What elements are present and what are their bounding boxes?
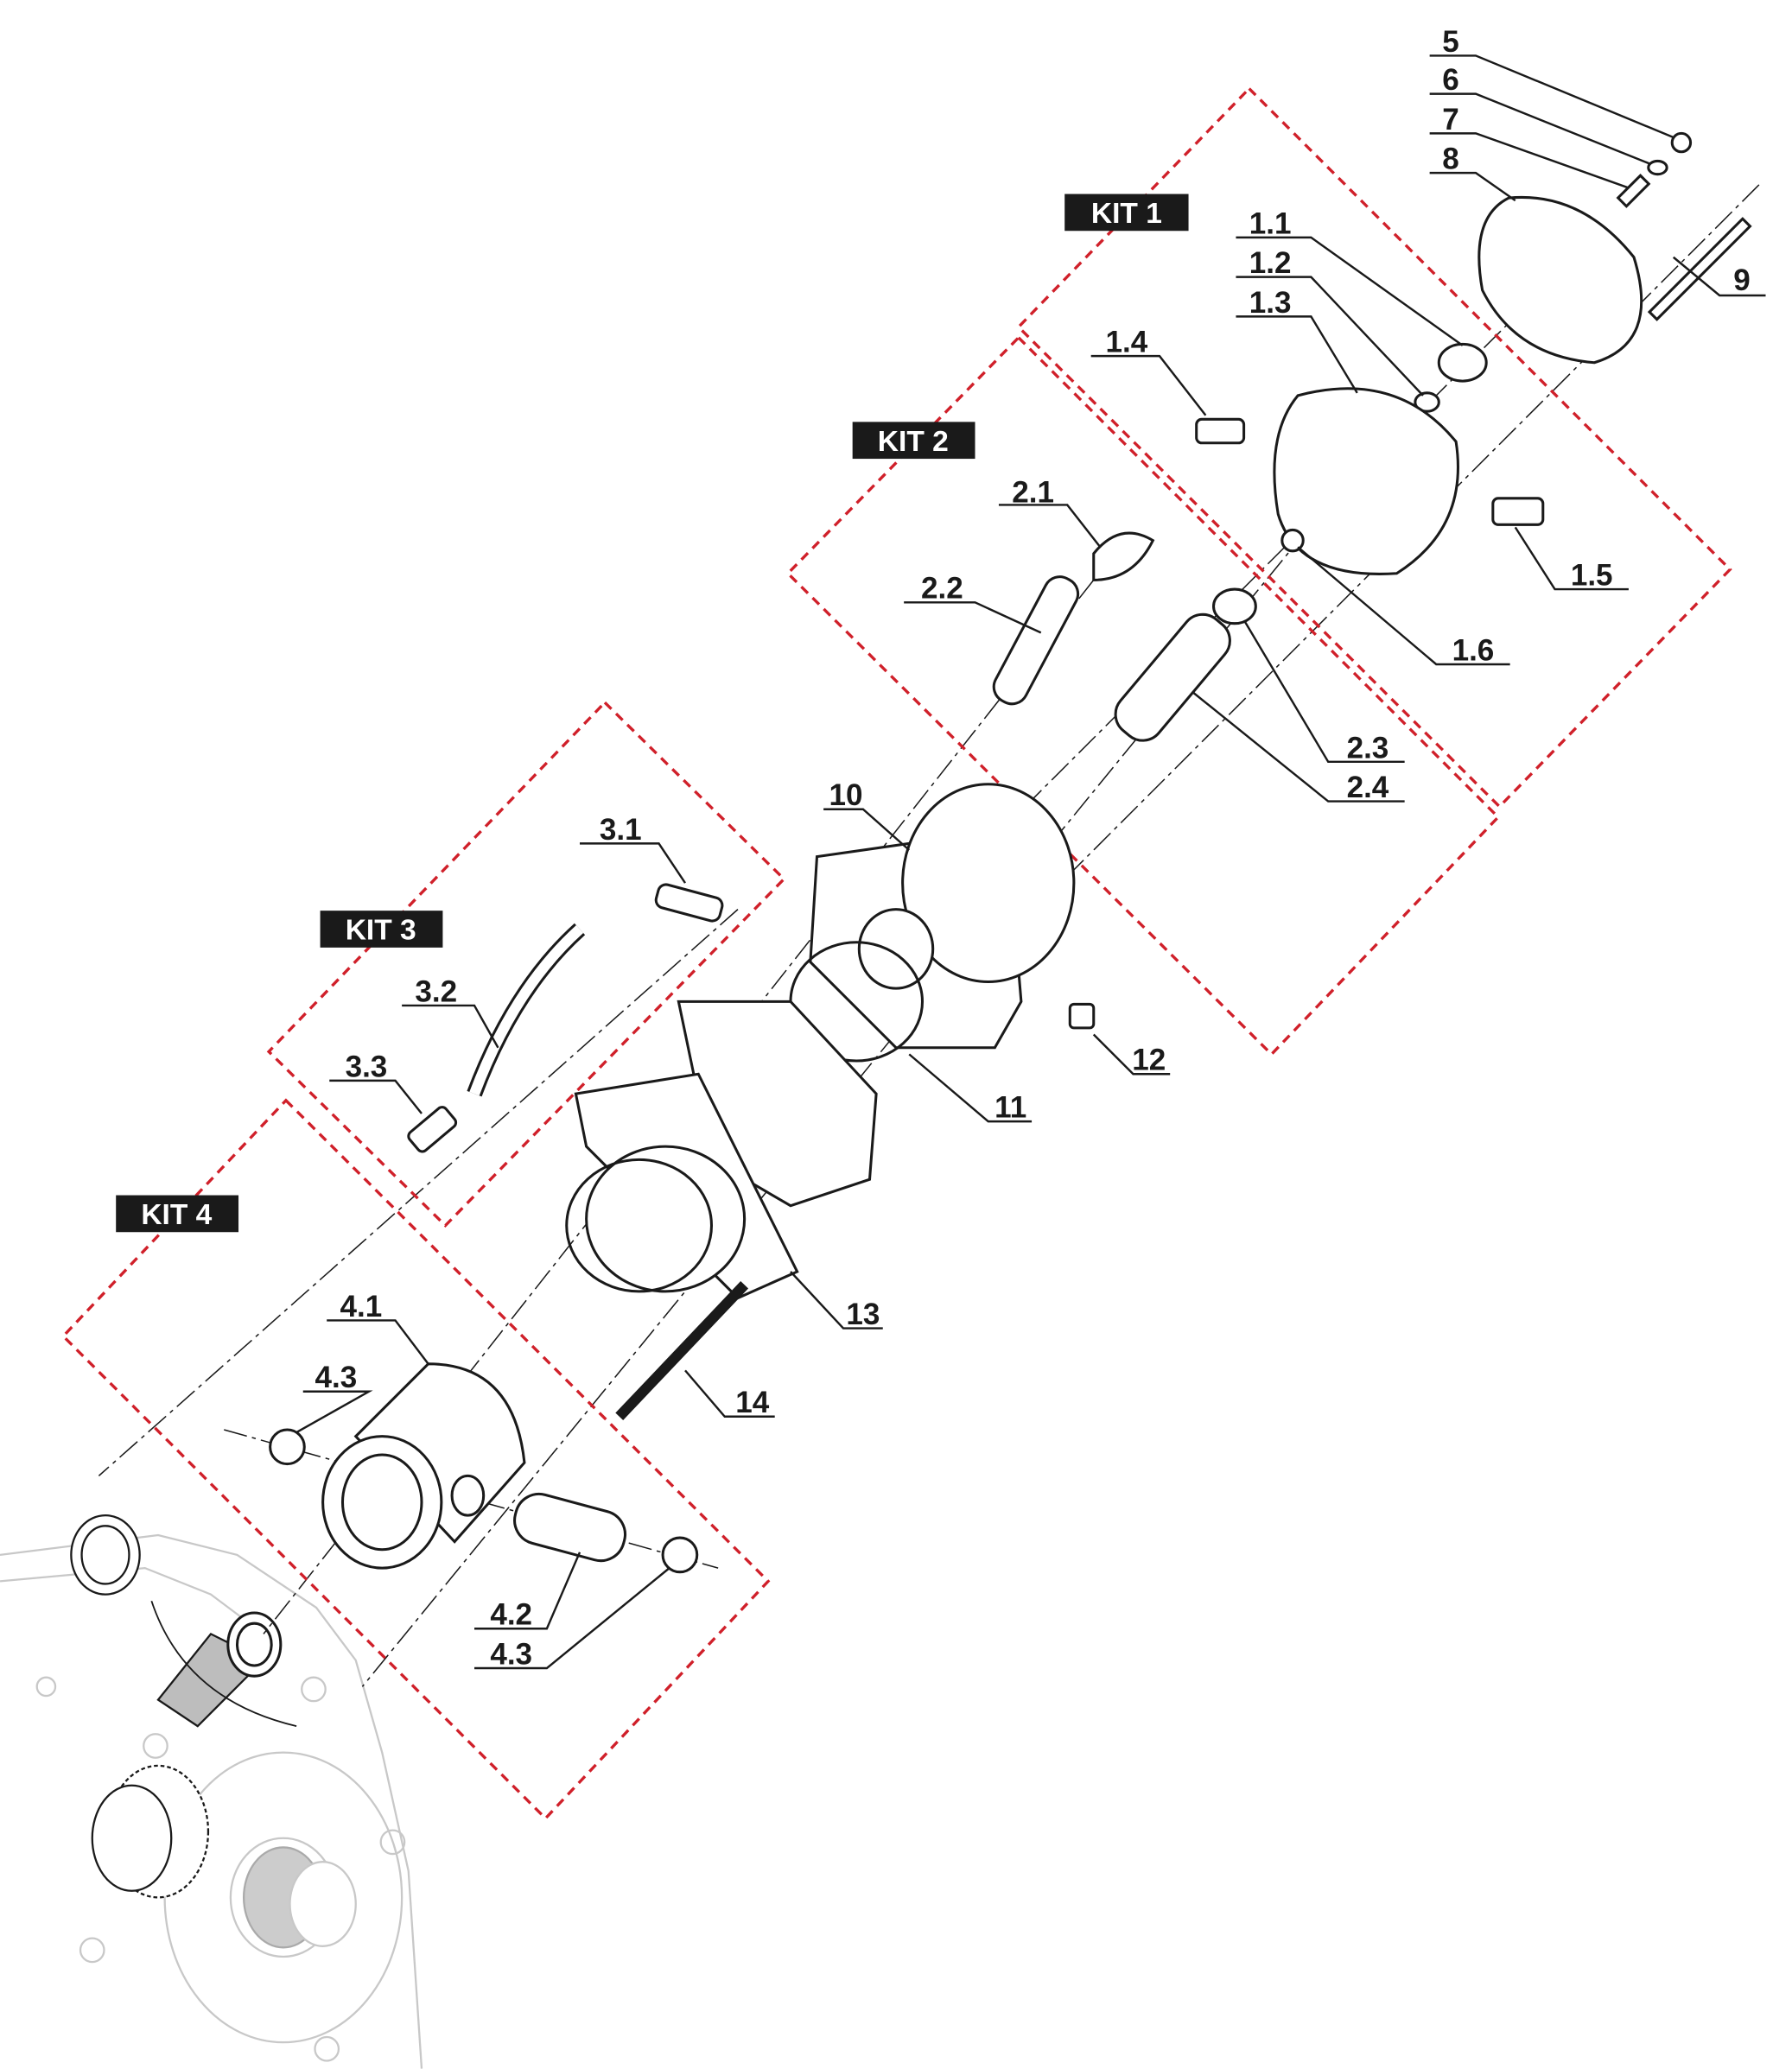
- label-13: 13: [846, 1298, 880, 1331]
- label-4-3-second: 4.3: [490, 1637, 532, 1671]
- part-1-3-head: [1273, 387, 1459, 575]
- part-4-2-pin: [513, 1492, 626, 1563]
- label-8: 8: [1442, 143, 1459, 176]
- kit-1-badge: KIT 1: [1064, 194, 1189, 232]
- part-4-3-circlip-2: [661, 1536, 699, 1574]
- kit-4-label: KIT 4: [141, 1199, 212, 1231]
- part-1-2-oring: [1414, 391, 1440, 413]
- part-3-3-fitting: [407, 1106, 458, 1153]
- part-1-6-plug: [1280, 528, 1305, 553]
- kit-2-badge: KIT 2: [852, 422, 975, 460]
- part-9-bolt: [1647, 217, 1752, 321]
- label-3-3: 3.3: [346, 1050, 388, 1083]
- part-1-4-fitting: [1195, 417, 1246, 445]
- label-4-1: 4.1: [340, 1290, 382, 1323]
- kit-3-label: KIT 3: [346, 915, 416, 947]
- part-3-1-elbow: [654, 883, 724, 923]
- label-2-3: 2.3: [1347, 731, 1389, 765]
- label-9: 9: [1733, 263, 1751, 297]
- label-1-2: 1.2: [1249, 246, 1292, 280]
- kit-2-label: KIT 2: [878, 426, 949, 458]
- part-2-2-piston: [992, 575, 1080, 706]
- label-7: 7: [1442, 103, 1459, 136]
- label-5: 5: [1442, 25, 1459, 59]
- parts: [269, 131, 1752, 1574]
- label-2-1: 2.1: [1012, 475, 1054, 509]
- label-4-2: 4.2: [490, 1598, 532, 1632]
- label-3-2: 3.2: [415, 974, 457, 1008]
- label-1-1: 1.1: [1249, 206, 1292, 240]
- part-7-stud: [1616, 174, 1651, 208]
- label-14: 14: [735, 1386, 770, 1419]
- part-12-nut: [1068, 1002, 1096, 1030]
- part-5-bolt-head: [1670, 131, 1693, 154]
- pump-housing-background: [0, 1514, 423, 2069]
- label-12: 12: [1132, 1044, 1166, 1077]
- part-4-3-circlip: [269, 1428, 306, 1466]
- label-1-3: 1.3: [1249, 286, 1292, 320]
- label-6: 6: [1442, 63, 1459, 97]
- label-11: 11: [994, 1091, 1026, 1125]
- part-1-5-fitting: [1491, 497, 1545, 526]
- label-3-1: 3.1: [600, 813, 642, 847]
- part-2-4-sleeve: [1114, 612, 1231, 742]
- label-4-3: 4.3: [315, 1361, 358, 1394]
- part-13-opening: [585, 1145, 747, 1293]
- callout-leaders: [295, 54, 1766, 1670]
- callout-labels: 5 6 7 8 9 1.1 1.2 1.3 1.4 1.5 1.6 2.1 2.…: [315, 25, 1751, 1672]
- part-2-1-spring: [1092, 531, 1155, 581]
- label-1-6: 1.6: [1452, 633, 1495, 667]
- kit-3-badge: KIT 3: [320, 911, 443, 948]
- part-8-cover: [1477, 195, 1643, 365]
- part-6-washer: [1647, 159, 1668, 176]
- label-10: 10: [829, 778, 863, 812]
- label-2-2: 2.2: [921, 572, 963, 606]
- part-14-stud: [615, 1281, 749, 1420]
- label-1-4: 1.4: [1106, 326, 1148, 359]
- oring-13: [565, 1158, 714, 1293]
- part-2-3-oring: [1212, 587, 1257, 625]
- kit-4-badge: KIT 4: [116, 1195, 239, 1233]
- label-1-5: 1.5: [1571, 558, 1613, 592]
- label-2-4: 2.4: [1347, 771, 1389, 804]
- kit-1-label: KIT 1: [1091, 198, 1162, 230]
- part-3-2-hose: [469, 924, 584, 1096]
- part-1-1-valve: [1437, 342, 1488, 383]
- part-10-body: [901, 783, 1076, 984]
